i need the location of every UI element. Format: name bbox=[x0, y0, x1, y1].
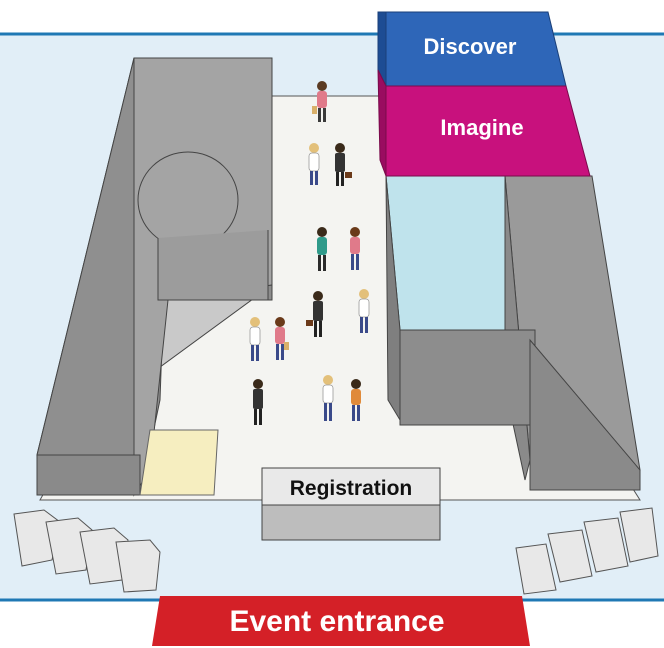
briefcase-icon bbox=[306, 320, 313, 326]
discover-label: Discover bbox=[424, 34, 517, 59]
sand-area bbox=[139, 429, 219, 496]
registration-label: Registration bbox=[290, 477, 413, 500]
person-icon bbox=[322, 375, 334, 421]
attendees bbox=[249, 81, 370, 425]
person-icon bbox=[306, 291, 323, 337]
person-icon bbox=[358, 289, 370, 333]
person-icon bbox=[275, 317, 289, 360]
entrance-banner[interactable]: Event entrance bbox=[152, 596, 530, 646]
registration-desk[interactable]: Registration bbox=[261, 467, 441, 541]
right-steps bbox=[515, 507, 659, 595]
imagine-label: Imagine bbox=[440, 115, 523, 140]
person-icon bbox=[317, 227, 327, 271]
person-icon bbox=[335, 143, 352, 186]
entrance-label: Event entrance bbox=[229, 605, 444, 638]
discover-zone: Discover bbox=[377, 11, 567, 87]
imagine-zone: Imagine bbox=[377, 69, 591, 177]
person-icon bbox=[312, 81, 327, 122]
person-icon bbox=[351, 379, 361, 421]
left-steps bbox=[13, 509, 161, 593]
water-pool bbox=[385, 175, 506, 331]
bag-icon bbox=[312, 106, 317, 114]
person-icon bbox=[350, 227, 360, 270]
person-icon bbox=[308, 143, 320, 185]
briefcase-icon bbox=[345, 172, 352, 178]
person-icon bbox=[249, 317, 261, 361]
left-building bbox=[36, 57, 273, 497]
person-icon bbox=[253, 379, 263, 425]
bag-icon bbox=[284, 342, 289, 350]
right-building bbox=[385, 175, 641, 491]
